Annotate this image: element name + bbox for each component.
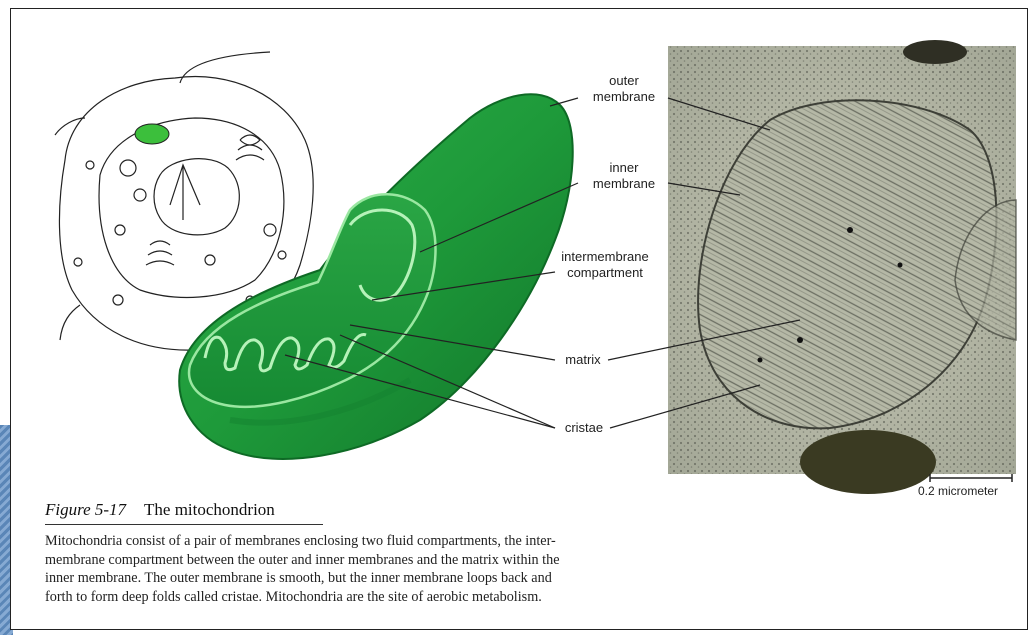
- highlighted-mitochondrion-icon: [135, 124, 169, 144]
- scale-bar-label: 0.2 micrometer: [918, 484, 998, 498]
- label-outer-membrane: outer membrane: [580, 73, 668, 105]
- label-matrix: matrix: [558, 352, 608, 368]
- figure-title: Figure 5-17 The mitochondrion: [45, 500, 275, 520]
- label-cristae: cristae: [558, 420, 610, 436]
- figure-title-text: The mitochondrion: [144, 500, 275, 519]
- caption-divider: [45, 524, 323, 525]
- mitochondrion-illustration: [179, 94, 572, 459]
- figure-caption: Mitochondria consist of a pair of membra…: [45, 532, 745, 606]
- label-intermembrane-compartment: intermembrane compartment: [545, 249, 665, 281]
- caption-line: membrane compartment between the outer a…: [45, 551, 745, 570]
- caption-line: inner membrane. The outer membrane is sm…: [45, 569, 745, 588]
- caption-line: forth to form deep folds called cristae.…: [45, 588, 745, 607]
- electron-micrograph: [668, 40, 1016, 494]
- figure-number: Figure 5-17: [45, 500, 126, 519]
- caption-line: Mitochondria consist of a pair of membra…: [45, 532, 745, 551]
- label-inner-membrane: inner membrane: [580, 160, 668, 192]
